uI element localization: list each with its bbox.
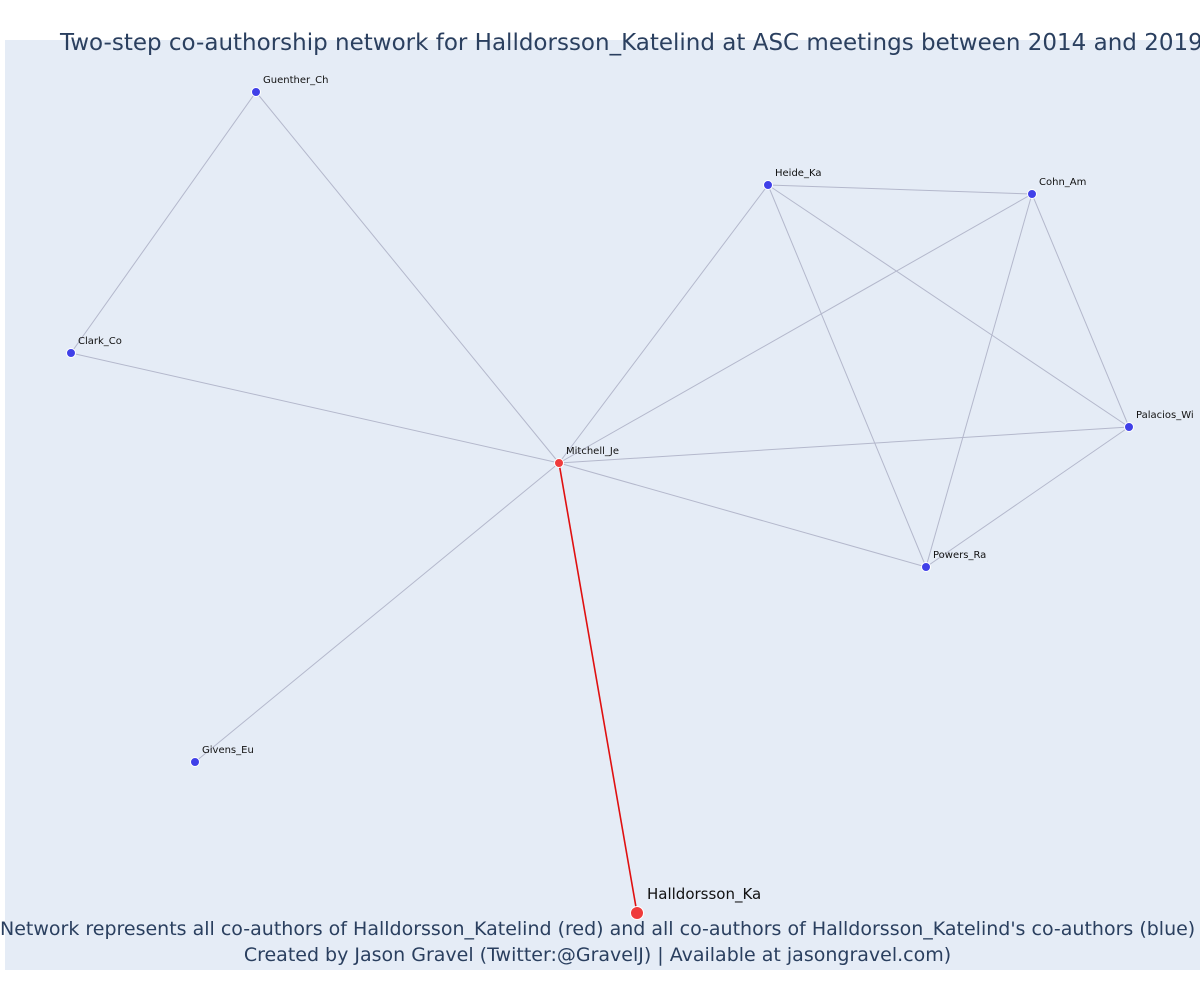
node-Mitchell_Je[interactable]: [554, 458, 564, 468]
node-Cohn_Am[interactable]: [1027, 189, 1037, 199]
edge-Heide_Ka-Powers_Ra: [767, 184, 927, 568]
node-Powers_Ra[interactable]: [921, 562, 931, 572]
node-label-Powers_Ra: Powers_Ra: [933, 550, 986, 561]
node-label-Mitchell_Je: Mitchell_Je: [566, 446, 619, 457]
node-Guenther_Ch[interactable]: [251, 87, 261, 97]
edge-Heide_Ka-Cohn_Am: [767, 184, 1033, 195]
edge-Cohn_Am-Palacios_Wi: [1031, 193, 1130, 428]
edge-Mitchell_Je-Clark_Co: [70, 352, 560, 464]
edge-Heide_Ka-Palacios_Wi: [767, 184, 1130, 428]
node-label-Heide_Ka: Heide_Ka: [775, 168, 821, 179]
node-label-Halldorsson_Ka: Halldorsson_Ka: [647, 885, 761, 904]
caption-line-1: Network represents all co-authors of Hal…: [0, 918, 1196, 940]
edge-Halldorsson_Ka-Mitchell_Je: [558, 462, 638, 914]
edge-Mitchell_Je-Guenther_Ch: [255, 91, 560, 464]
edge-Mitchell_Je-Palacios_Wi: [558, 426, 1130, 464]
edge-Cohn_Am-Powers_Ra: [925, 193, 1033, 568]
node-Heide_Ka[interactable]: [763, 180, 773, 190]
node-label-Clark_Co: Clark_Co: [78, 336, 122, 347]
plot-background: [5, 40, 1200, 970]
edge-Palacios_Wi-Powers_Ra: [925, 426, 1130, 568]
edge-layer: [70, 91, 1130, 914]
edge-Guenther_Ch-Clark_Co: [70, 91, 257, 354]
node-Clark_Co[interactable]: [66, 348, 76, 358]
node-label-Palacios_Wi: Palacios_Wi: [1136, 410, 1194, 421]
edge-Mitchell_Je-Cohn_Am: [558, 193, 1033, 464]
node-Halldorsson_Ka[interactable]: [630, 906, 644, 920]
node-Palacios_Wi[interactable]: [1124, 422, 1134, 432]
node-label-Givens_Eu: Givens_Eu: [202, 745, 254, 756]
node-label-Cohn_Am: Cohn_Am: [1039, 177, 1086, 188]
node-Givens_Eu[interactable]: [190, 757, 200, 767]
chart-title: Two-step co-authorship network for Halld…: [60, 30, 1200, 56]
caption-line-2: Created by Jason Gravel (Twitter:@Gravel…: [243, 944, 952, 966]
edge-Mitchell_Je-Powers_Ra: [558, 462, 927, 568]
node-label-Guenther_Ch: Guenther_Ch: [263, 75, 328, 86]
edge-Mitchell_Je-Heide_Ka: [558, 184, 769, 464]
node-layer: Halldorsson_Ka Mitchell_Je Guenther_ChClar…: [66, 75, 1194, 920]
edge-Mitchell_Je-Givens_Eu: [194, 462, 560, 763]
